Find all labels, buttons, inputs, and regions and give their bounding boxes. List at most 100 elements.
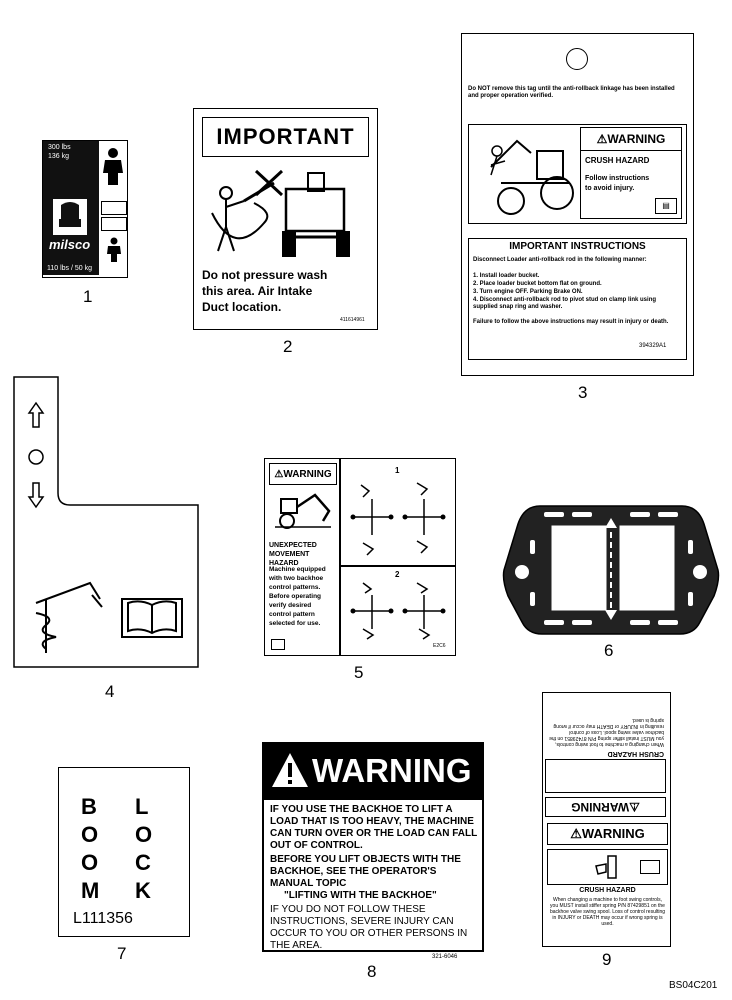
warning-triangle-icon: ⚠ — [274, 469, 284, 480]
decal-9-hazard: CRUSH HAZARD — [579, 887, 636, 894]
crush-hand-icon — [595, 855, 617, 879]
callout-1: 1 — [83, 287, 93, 306]
decal-3-warning-panel: ⚠WARNING CRUSH HAZARD Follow instruction… — [468, 124, 687, 224]
decal-5-pattern-2: 2 — [395, 570, 400, 579]
control-pattern-1-diagram — [350, 482, 446, 556]
decal-5-divider — [339, 565, 455, 567]
decal-5-body: Machine equipped with two backhoe contro… — [269, 566, 326, 627]
decal-8-paragraph-2: BEFORE YOU LIFT OBJECTS WITH THE BACKHOE… — [270, 854, 461, 889]
decal-5-pattern-1: 1 — [395, 466, 400, 475]
person-small-icon — [107, 237, 121, 262]
decal-8-part-no: 321-6046 — [432, 954, 458, 960]
decal-3-warning-label: WARNING — [607, 132, 666, 146]
decal-8-warning-banner: WARNING — [262, 742, 484, 800]
decal-1-bottom-weight: 110 lbs / 50 kg — [47, 265, 93, 272]
decal-9-crush-hazard: ⚠WARNING CRUSH HAZARD When changing a ma… — [542, 692, 671, 947]
decal-1-top-weight-lbs: 300 lbs — [48, 144, 71, 151]
decal-3-top-note: Do NOT remove this tag until the anti-ro… — [468, 86, 675, 99]
decal-8-body-frame: IF YOU USE THE BACKHOE TO LIFT A LOAD TH… — [262, 800, 484, 952]
decal-7-boom-lock: B O O M L O C K L111356 — [58, 767, 190, 937]
decal-2-part-no: 411614961 — [340, 317, 365, 323]
decal-3-part-no: 394329A1 — [639, 343, 667, 349]
manual-icon — [271, 639, 285, 650]
warning-triangle-icon: ⚠ — [570, 826, 582, 841]
decal-3-warning-box: ⚠WARNING CRUSH HAZARD Follow instruction… — [580, 127, 682, 219]
decal-7-letter: K — [135, 878, 151, 903]
decal-9-hazard-inverted: CRUSH HAZARD — [607, 750, 664, 757]
decal-8-paragraph-1: IF YOU USE THE BACKHOE TO LIFT A LOAD TH… — [270, 804, 478, 851]
decal-9-body: When changing a machine to foot swing co… — [549, 897, 666, 927]
decal-8-title: WARNING — [312, 752, 472, 789]
decal-7-part-no: L111356 — [73, 910, 133, 927]
decal-3-step: 4. Disconnect anti-rollback rod to pivot… — [473, 297, 657, 310]
decal-7-letter: O — [81, 850, 99, 875]
decal-5-code: E2C6 — [433, 643, 446, 649]
manual-book-icon — [121, 598, 183, 638]
decal-1-brand: milsco — [49, 237, 91, 252]
decal-9-warning-inverted: ⚠WARNING — [545, 797, 666, 817]
decal-9-warning-label-inverted: WARNING — [571, 800, 630, 814]
callout-8: 8 — [367, 962, 377, 981]
decal-8-paragraph-3: "LIFTING WITH THE BACKHOE" — [284, 890, 437, 901]
decal-1-top-weight-kg: 136 kg — [48, 153, 70, 160]
decal-5-divider — [339, 459, 341, 655]
decal-2-body: Do not pressure wash this area. Air Inta… — [202, 268, 328, 314]
warning-triangle-icon: ⚠ — [596, 132, 608, 146]
decal-9-inverted-icon-row — [545, 759, 666, 793]
decal-3-step: 3. Turn engine OFF. Parking Brake ON. — [473, 289, 583, 295]
callout-6: 6 — [604, 641, 614, 660]
callout-5: 5 — [354, 663, 364, 682]
decal-1-stripe — [101, 201, 127, 215]
decal-9-icon-row — [547, 849, 668, 885]
warning-triangle-icon: ⚠ — [629, 800, 640, 814]
manual-icon — [640, 860, 660, 874]
decal-7-letter: L — [135, 794, 149, 819]
figure-id: BS04C201 — [669, 980, 718, 991]
decal-7-letter: O — [135, 822, 153, 847]
seat-icon — [53, 199, 87, 235]
decal-3-footer-text: Failure to follow the above instructions… — [473, 319, 669, 325]
pressure-washer-icon — [211, 169, 350, 257]
decal-7-letter: O — [81, 822, 99, 847]
decal-5-warning-label: WARNING — [283, 469, 332, 480]
decal-3-warning-title: ⚠WARNING — [581, 128, 681, 151]
decal-3-hazard: CRUSH HAZARD — [585, 156, 650, 165]
decal-2-pressure-wash: IMPORTANT Do not pressure wash this area… — [193, 108, 378, 330]
decal-3-instructions-title: IMPORTANT INSTRUCTIONS — [509, 241, 646, 252]
decal-7-letter: M — [81, 878, 100, 903]
decal-1-stripe — [101, 217, 127, 231]
manual-icon: ▤ — [655, 198, 677, 214]
decal-1-seat-weight: 300 lbs 136 kg milsco 110 lbs / 50 kg — [42, 140, 128, 278]
decal-3-instructions-panel: IMPORTANT INSTRUCTIONS Disconnect Loader… — [468, 238, 687, 360]
decal-3-hazard-text: Follow instructions to avoid injury. — [585, 175, 650, 192]
decal-9-warning-label: WARNING — [581, 826, 645, 841]
callout-3: 3 — [578, 383, 588, 402]
decal-7-letter: C — [135, 850, 151, 875]
decal-2-title-frame: IMPORTANT — [202, 117, 369, 157]
decal-8-lifting-warning: WARNING IF YOU USE THE BACKHOE TO LIFT A… — [262, 742, 484, 960]
person-icon — [103, 148, 123, 185]
decal-3-anti-rollback-tag: Do NOT remove this tag until the anti-ro… — [461, 33, 694, 376]
decal-2-title: IMPORTANT — [216, 124, 355, 149]
warning-triangle-icon — [272, 753, 308, 787]
callout-2: 2 — [283, 337, 293, 356]
callout-4: 4 — [105, 682, 115, 701]
decal-7-letter: B — [81, 794, 97, 819]
decal-6-gasket-plate — [502, 505, 720, 635]
decal-9-body-inverted: When changing a machine to foot swing co… — [549, 717, 664, 747]
callout-7: 7 — [117, 944, 127, 963]
tractor-loader-icon — [490, 139, 574, 215]
backhoe-icon — [275, 493, 331, 529]
decal-5-control-pattern: ⚠WARNING UNEXPECTED MOVEMENT HAZARD Mach… — [264, 458, 456, 656]
decal-3-step: 1. Install loader bucket. — [473, 273, 540, 279]
decal-5-hazard: UNEXPECTED MOVEMENT HAZARD — [269, 542, 317, 567]
decal-8-paragraph-4: IF YOU DO NOT FOLLOW THESE INSTRUCTIONS,… — [270, 904, 468, 951]
tag-hole — [566, 48, 588, 70]
auger-icon — [35, 581, 103, 653]
decal-3-step: 2. Place loader bucket bottom flat on gr… — [473, 281, 602, 287]
decal-9-inverted-section: ⚠WARNING CRUSH HAZARD When changing a ma… — [545, 695, 668, 817]
callout-9: 9 — [602, 950, 612, 969]
decal-9-warning: ⚠WARNING — [547, 823, 668, 845]
control-pattern-2-diagram — [350, 582, 446, 640]
decal-5-warning-frame: ⚠WARNING — [269, 463, 337, 485]
